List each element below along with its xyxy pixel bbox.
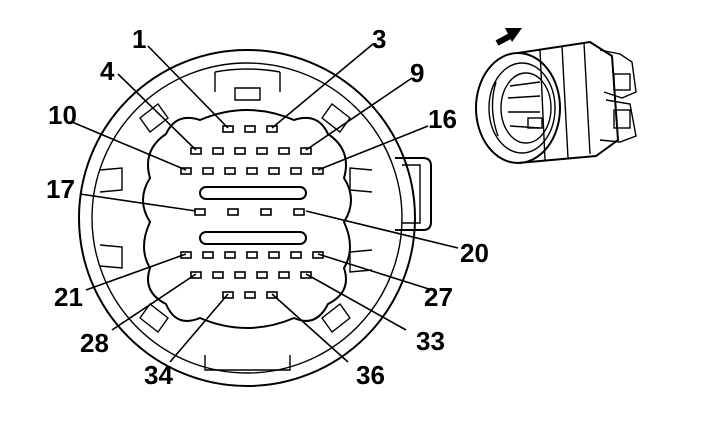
pin-cavity	[246, 251, 258, 259]
pin-cavity	[266, 125, 278, 133]
pin-cavity	[202, 251, 214, 259]
pin-cavity	[290, 167, 302, 175]
arrow-icon	[495, 28, 522, 46]
pin-label-28: 28	[80, 328, 109, 358]
pin-cavity	[190, 147, 202, 155]
pin-cavity	[244, 125, 256, 133]
leader-9	[305, 77, 413, 151]
leader-27	[317, 253, 433, 291]
connector-face	[78, 49, 432, 387]
leader-36	[271, 293, 349, 363]
pin-cavity	[293, 208, 305, 216]
pin-cavity	[224, 167, 236, 175]
latch-tab	[395, 157, 432, 231]
key-slot-upper	[199, 186, 307, 200]
leader-lines	[71, 43, 459, 363]
pin-cavity	[180, 167, 192, 175]
pin-cavity	[246, 167, 258, 175]
leader-16	[317, 125, 429, 171]
pin-cavity	[194, 208, 206, 216]
pin-cavity	[202, 167, 214, 175]
leader-4	[117, 73, 197, 151]
pin-cavity	[268, 251, 280, 259]
leader-34	[169, 293, 229, 363]
leader-3	[271, 43, 374, 129]
pin-cavity	[256, 147, 268, 155]
pin-label-27: 27	[424, 282, 453, 312]
pin-cavity	[300, 271, 312, 279]
pin-insert	[142, 109, 352, 329]
pin-cavity	[278, 147, 290, 155]
pin-cavity	[256, 271, 268, 279]
pin-label-17: 17	[46, 174, 75, 204]
pin-cavity	[244, 291, 256, 299]
pin-label-9: 9	[410, 58, 424, 88]
pin-cavity	[212, 271, 224, 279]
key-slot-lower	[199, 231, 307, 245]
pin-cavity	[300, 147, 312, 155]
leader-33	[305, 273, 407, 331]
pin-cavity	[266, 291, 278, 299]
pin-label-3: 3	[372, 24, 386, 54]
pin-cavity	[234, 271, 246, 279]
leader-28	[111, 273, 197, 331]
pin-cavity	[222, 125, 234, 133]
pin-label-1: 1	[132, 24, 146, 54]
pin-cavity	[312, 167, 324, 175]
pin-cavity	[290, 251, 302, 259]
pin-cavity	[268, 167, 280, 175]
pin-label-33: 33	[416, 326, 445, 356]
pin-number-labels: 1 3 4 9 10 16 17 20 21 27 28 33 34 36	[46, 24, 489, 390]
pin-label-16: 16	[428, 104, 457, 134]
pin-label-4: 4	[100, 56, 115, 86]
leader-1	[147, 45, 229, 129]
pin-cavity	[224, 251, 236, 259]
pin-label-10: 10	[48, 100, 77, 130]
pin-cavity	[234, 147, 246, 155]
pin-cavity	[190, 271, 202, 279]
pin-label-36: 36	[356, 360, 385, 390]
leader-17	[79, 193, 197, 212]
pin-cavity	[222, 291, 234, 299]
pin-label-21: 21	[54, 282, 83, 312]
pin-label-20: 20	[460, 238, 489, 268]
pin-cavity	[227, 208, 239, 216]
pin-label-34: 34	[144, 360, 173, 390]
pin-cavity	[260, 208, 272, 216]
connector-isometric-icon	[475, 40, 637, 164]
leader-20	[305, 210, 459, 249]
pin-cavity	[278, 271, 290, 279]
pin-cavity	[212, 147, 224, 155]
pin-cavities	[180, 125, 324, 299]
outer-housing	[78, 49, 416, 387]
leader-10	[71, 121, 187, 171]
leader-21	[85, 253, 187, 291]
